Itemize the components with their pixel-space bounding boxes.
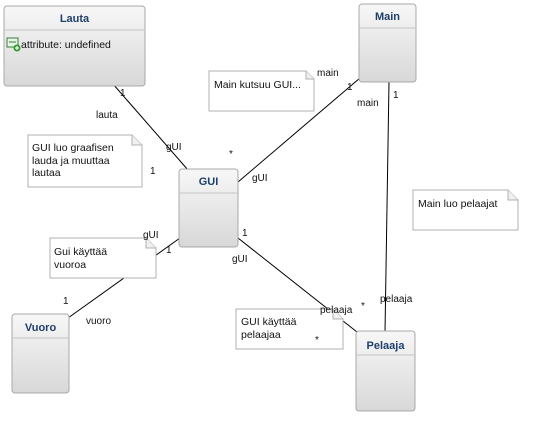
class-vuoro-name: Vuoro (25, 322, 57, 334)
note-main-calls-gui[interactable]: Main kutsuu GUI... (208, 70, 315, 112)
note-gui-uses-player-line-1: GUI käyttää (241, 316, 297, 328)
note-gui-uses-player-line-2: pelaajaa (241, 329, 281, 341)
attribute-icon (6, 37, 21, 52)
mult-pelaaja-from-gui: * (315, 335, 319, 346)
association-lauta-gui (112, 83, 189, 171)
mult-gui-from-vuoro: 1 (166, 245, 172, 256)
association-main-gui (237, 77, 361, 183)
note-gui-uses-turn-line-1: Gui käyttää (54, 246, 107, 258)
class-pelaaja-name: Pelaaja (367, 340, 406, 352)
note-main-creates-players[interactable]: Main luo pelaajat (412, 189, 519, 231)
class-lauta-name: Lauta (60, 13, 90, 25)
role-main-from-pelaaja: main (357, 98, 379, 109)
mult-main-from-pelaaja: 1 (393, 90, 399, 101)
note-gui-creates-board-line-3: lautaa (32, 167, 61, 179)
note-gui-uses-player[interactable]: GUI käyttää pelaajaa (235, 308, 344, 350)
note-main-calls-gui-line-1: Main kutsuu GUI... (214, 79, 301, 91)
mult-main-from-gui: 1 (347, 82, 353, 93)
note-gui-creates-board-line-1: GUI luo graafisen (32, 142, 114, 154)
class-pelaaja[interactable]: Pelaaja (355, 330, 416, 412)
class-main-name: Main (375, 11, 400, 23)
mult-gui-from-main: * (229, 149, 233, 160)
note-main-creates-players-line-1: Main luo pelaajat (418, 198, 497, 210)
mult-pelaaja-from-main: * (361, 301, 365, 312)
note-gui-creates-board[interactable]: GUI luo graafisen lauda ja muuttaa lauta… (27, 134, 143, 188)
class-lauta[interactable]: Lauta attribute: undefined (3, 5, 146, 87)
mult-lauta-end: 1 (120, 88, 126, 99)
class-gui[interactable]: GUI (178, 168, 239, 248)
role-gui-from-pelaaja: gUI (232, 254, 248, 265)
role-main-from-gui: main (317, 68, 339, 79)
note-gui-uses-turn[interactable]: Gui käyttää vuoroa (49, 237, 157, 279)
role-gui-from-vuoro: gUI (143, 230, 159, 241)
mult-gui-from-lauta: 1 (150, 166, 156, 177)
class-vuoro[interactable]: Vuoro (11, 313, 70, 394)
note-gui-uses-turn-line-2: vuoroa (54, 259, 86, 271)
class-gui-name: GUI (199, 176, 219, 188)
role-lauta: lauta (96, 110, 118, 121)
mult-vuoro-end: 1 (63, 296, 69, 307)
note-gui-creates-board-line-2: lauda ja muuttaa (32, 155, 110, 167)
class-main[interactable]: Main (358, 3, 417, 83)
class-lauta-attribute: attribute: undefined (21, 39, 111, 51)
role-vuoro: vuoro (86, 316, 111, 327)
role-pelaaja-from-gui: pelaaja (320, 305, 353, 316)
role-pelaaja-from-main: pelaaja (380, 294, 413, 305)
role-gui-from-main: gUI (252, 173, 268, 184)
association-main-pelaaja (384, 81, 390, 333)
mult-gui-from-pelaaja: 1 (242, 228, 248, 239)
role-gui-from-lauta: gUI (166, 142, 182, 153)
